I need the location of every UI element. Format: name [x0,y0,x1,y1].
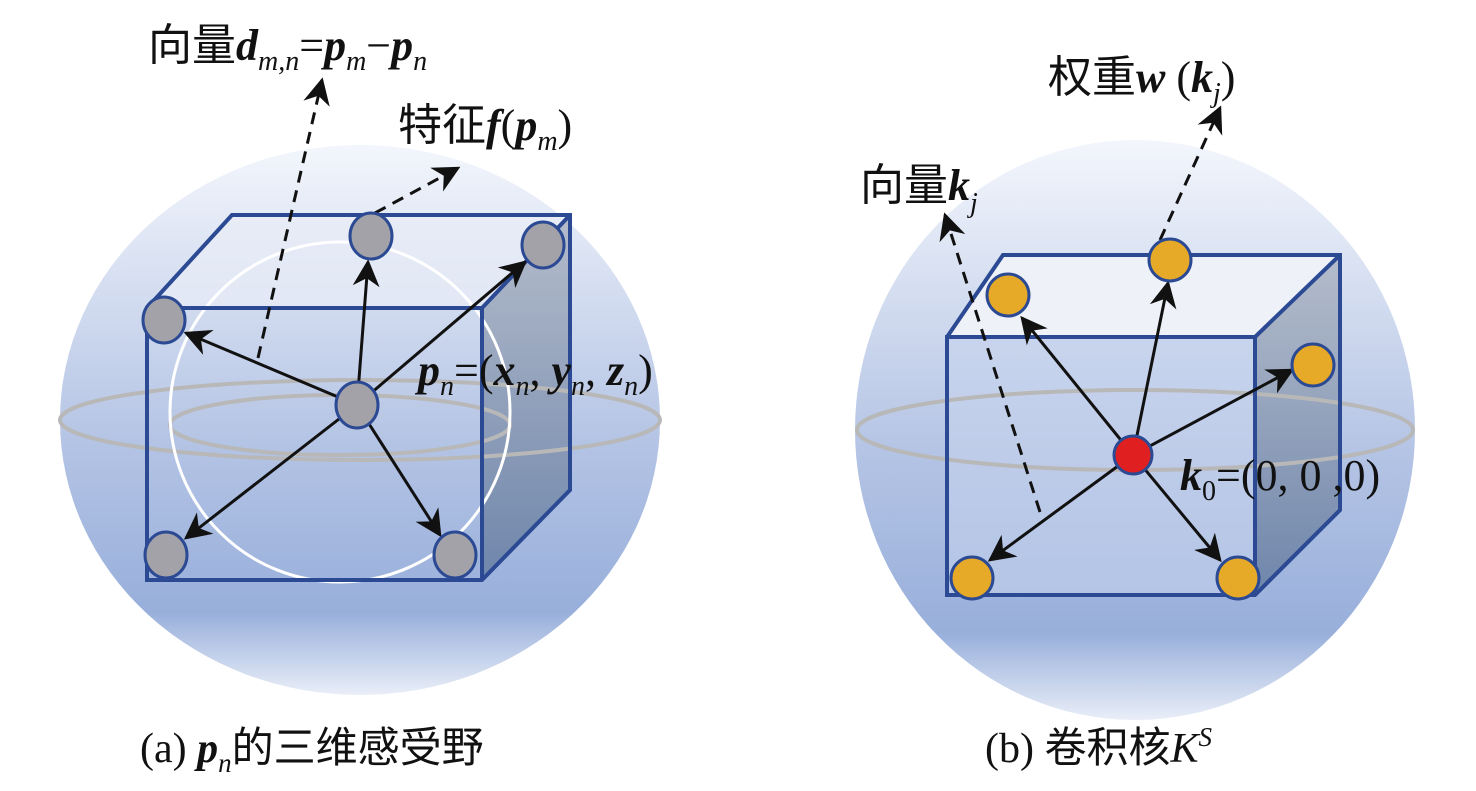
neighbor-point [143,530,189,580]
feature-dashed-arrow [374,166,461,215]
panel-b: 权重w (kj) 向量kj k0=(0, 0 ,0) (b) 卷积核KS [855,53,1415,772]
caption-b: (b) 卷积核KS [985,722,1213,772]
neighbor-point [520,220,566,270]
feature-label: 特征f(pm) [398,101,572,157]
vector-dashed-arrow [256,77,330,359]
neighbor-points [141,211,566,580]
panel-a: 向量dm,n=pm−pn 特征f(pm) pn=(xn, yn, zn) (a)… [58,21,662,778]
kernel-point [985,272,1031,318]
neighbor-point [141,295,187,345]
neighbor-point [348,211,394,261]
kernel-points [949,237,1336,601]
center-kernel-point [1112,434,1154,476]
center-kernel-label: k0=(0, 0 ,0) [1180,451,1380,507]
kernel-point [949,555,995,601]
kernel-arrows [987,280,1295,563]
vector-label: 向量dm,n=pm−pn [148,21,427,77]
cube-side-face [1255,255,1340,595]
kernel-point [1147,237,1193,283]
caption-a: (a) pn的三维感受野 [140,726,484,778]
kernel-point [1290,342,1336,388]
center-point-label: pn=(xn, yn, zn) [414,346,653,402]
weight-dashed-arrow [1158,105,1223,241]
weight-label: 权重w (kj) [1048,53,1235,109]
neighbor-point [432,530,478,580]
kernel-vector-label: 向量kj [860,161,978,219]
cube-front-face [947,337,1255,595]
center-point [334,380,380,430]
kernel-point [1215,555,1261,601]
kernel-vector-dashed-arrow [939,212,1042,513]
cube-side-face [482,215,570,580]
